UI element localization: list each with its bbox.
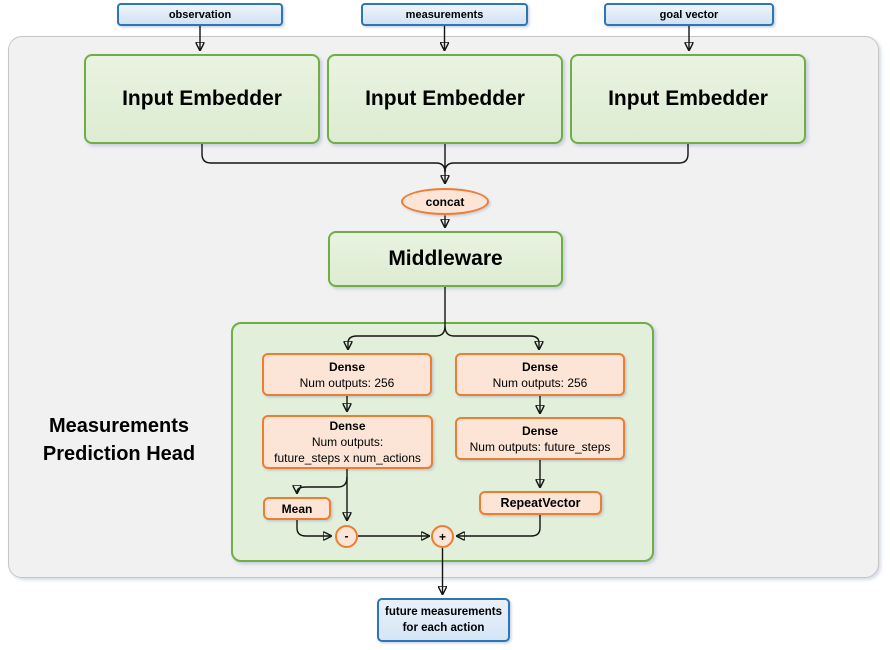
dense-subtitle: Num outputs: — [311, 435, 384, 449]
dense-title: Dense — [521, 359, 559, 374]
head-title-line1: Measurements — [48, 415, 190, 437]
mean-node: Mean — [263, 497, 331, 520]
input-node-label: observation — [168, 8, 232, 21]
input-node-label: measurements — [405, 8, 484, 21]
head-title-line2: Prediction Head — [42, 443, 196, 465]
dense-subtitle: Num outputs: future_steps — [469, 439, 611, 454]
output-label-line2: for each action — [402, 622, 485, 634]
dense-title: Dense — [521, 423, 559, 438]
plus-icon: + — [438, 529, 446, 544]
mean-label: Mean — [281, 501, 313, 516]
dense-subtitle: Num outputs: 256 — [299, 375, 395, 390]
embedder-label: Input Embedder — [608, 87, 768, 110]
repeat-vector-node: RepeatVector — [479, 491, 602, 515]
middleware-node: Middleware — [328, 231, 563, 287]
repeat-vector-label: RepeatVector — [500, 496, 581, 510]
embedder-label: Input Embedder — [365, 87, 525, 110]
input-node-goal-vector: goal vector — [604, 3, 774, 26]
minus-icon: - — [344, 529, 349, 543]
embedder-label: Input Embedder — [122, 87, 282, 110]
input-node-label: goal vector — [659, 8, 719, 21]
concat-label: concat — [425, 194, 465, 209]
dense-action-2: Dense Num outputs: future_steps x num_ac… — [262, 415, 433, 469]
dense-subtitle: Num outputs: 256 — [492, 375, 588, 390]
input-embedder-observation: Input Embedder — [84, 54, 320, 144]
input-embedder-measurements: Input Embedder — [327, 54, 563, 144]
dense-measure-2: Dense Num outputs: future_steps — [455, 417, 625, 460]
concat-node: concat — [401, 188, 489, 215]
add-node: + — [431, 525, 454, 548]
head-title: Measurements Prediction Head — [18, 412, 220, 468]
dense-title: Dense — [328, 359, 366, 374]
input-node-measurements: measurements — [361, 3, 528, 26]
subtract-node: - — [335, 524, 358, 548]
dense-action-1: Dense Num outputs: 256 — [262, 353, 432, 396]
middleware-label: Middleware — [388, 247, 503, 270]
output-node-future-measurements: future measurements for each action — [377, 598, 510, 642]
input-embedder-goal-vector: Input Embedder — [570, 54, 806, 144]
output-label-line1: future measurements — [385, 606, 502, 618]
dense-title: Dense — [329, 419, 366, 433]
input-node-observation: observation — [117, 3, 283, 26]
dense-subtitle2: future_steps x num_actions — [274, 451, 421, 465]
dense-measure-1: Dense Num outputs: 256 — [455, 353, 625, 396]
